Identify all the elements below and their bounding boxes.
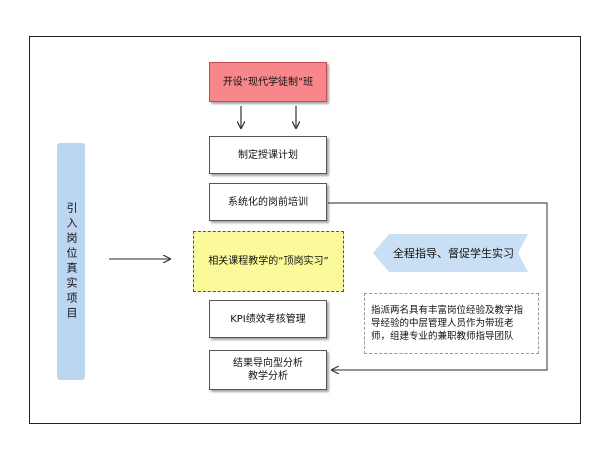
step-box-4: 相关课程教学的“顶岗实习”: [193, 231, 344, 292]
step-box-1: 开设“现代学徒制”班: [209, 62, 327, 102]
step-2-text: 制定授课计划: [238, 149, 298, 161]
guidance-banner: 全程指导、督促学生实习: [373, 234, 528, 272]
step-1-text: 开设“现代学徒制”班: [222, 76, 314, 88]
note-text: 指派两名具有丰富岗位经验及教学指导经验的中层管理人员作为带班老师，组建专业的兼职…: [371, 305, 524, 342]
step-box-2: 制定授课计划: [209, 136, 327, 174]
left-label-text: 引入岗位真实项目: [65, 201, 78, 322]
step-box-5: KPI绩效考核管理: [209, 300, 327, 338]
feedback-loop: [328, 202, 548, 370]
step-6-text-line2: 教学分析: [248, 371, 288, 382]
note-box: 指派两名具有丰富岗位经验及教学指导经验的中层管理人员作为带班老师，组建专业的兼职…: [364, 293, 539, 354]
left-label: 引入岗位真实项目: [57, 143, 85, 380]
step-4-text: 相关课程教学的“顶岗实习”: [208, 256, 329, 267]
step-box-3: 系统化的岗前培训: [209, 183, 327, 221]
banner-text: 全程指导、督促学生实习: [393, 247, 514, 260]
step-5-text: KPI绩效考核管理: [230, 313, 306, 325]
banner-shape: [373, 234, 528, 272]
step-3-text: 系统化的岗前培训: [228, 196, 308, 208]
step-box-6: 结果导向型分析 教学分析: [209, 350, 327, 390]
step-6-text-line1: 结果导向型分析: [233, 358, 303, 369]
